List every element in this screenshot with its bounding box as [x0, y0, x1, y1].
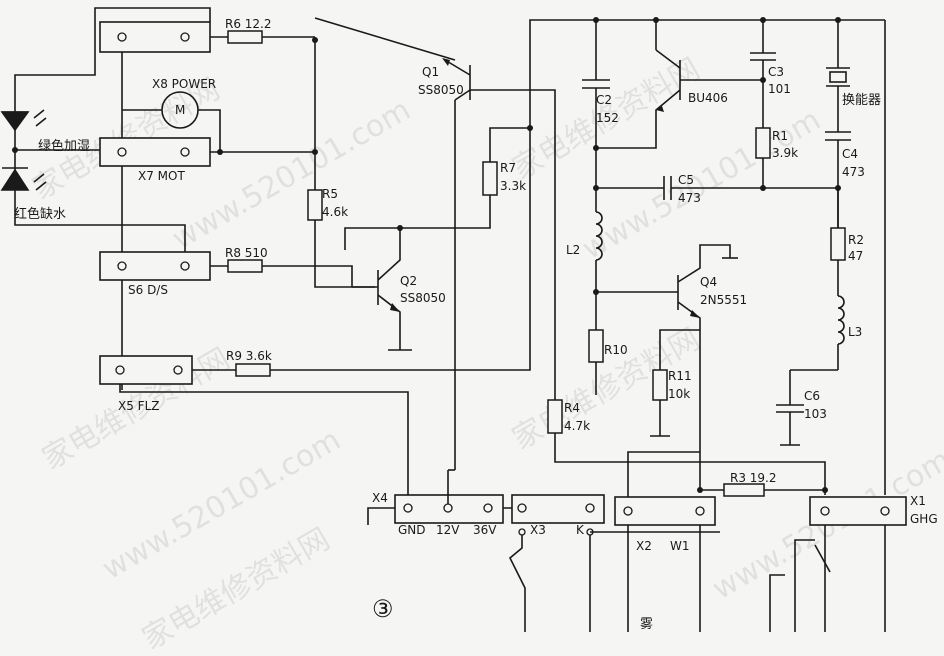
k-label: K	[576, 523, 585, 537]
inductor-l3	[837, 295, 845, 345]
r11-value: 10k	[668, 387, 690, 401]
transducer-label: 换能器	[842, 93, 881, 108]
r1-value: 3.9k	[772, 146, 798, 160]
r6-label: R6 12.2	[225, 17, 272, 31]
x5-label: X5 FLZ	[118, 399, 159, 413]
r4-value: 4.7k	[564, 419, 590, 433]
s6-label: S6 D/S	[128, 283, 168, 297]
c2-value: 152	[596, 111, 619, 125]
red-led-label: 红色缺水	[14, 206, 66, 222]
figure-number: ③	[372, 595, 394, 623]
resistor-r10	[588, 329, 604, 363]
green-led-label: 绿色加湿	[38, 138, 90, 154]
fog-label: 雾	[640, 617, 653, 632]
resistor-r2	[830, 227, 846, 261]
r8-label: R8 510	[225, 246, 268, 260]
r5-value: 4.6k	[322, 205, 348, 219]
q4-label: Q4	[700, 275, 717, 289]
l2-label: L2	[566, 243, 580, 257]
transistor-q1	[314, 17, 556, 470]
l3-label: L3	[848, 325, 862, 339]
ghg-label: GHG	[910, 512, 938, 526]
r5-label: R5	[322, 187, 338, 201]
q4-type: 2N5551	[700, 293, 747, 307]
resistor-r8	[227, 259, 263, 273]
resistor-r5	[307, 189, 323, 221]
transducer	[829, 71, 847, 83]
c4-label: C4	[842, 147, 858, 161]
c2-label: C2	[596, 93, 612, 107]
x2-label: X2	[636, 539, 652, 553]
36v-label: 36V	[473, 523, 497, 537]
motor-label: M	[175, 103, 185, 117]
r9-label: R9 3.6k	[226, 349, 272, 363]
q2-type: SS8050	[400, 291, 446, 305]
wire	[14, 200, 186, 255]
c5-label: C5	[678, 173, 694, 187]
resistor-r7	[482, 161, 498, 196]
watermark-text: www.520101.com	[167, 92, 417, 257]
resistor-r3	[723, 483, 765, 497]
c5-value: 473	[678, 191, 701, 205]
bu406-label: BU406	[688, 91, 728, 105]
connector-x1	[809, 496, 907, 526]
wire	[14, 7, 211, 200]
q2-label: Q2	[400, 274, 417, 288]
q1-label: Q1	[422, 65, 439, 79]
resistor-r4	[547, 399, 563, 434]
c3-value: 101	[768, 82, 791, 96]
q1-type: SS8050	[418, 83, 464, 97]
w1-label: W1	[670, 539, 690, 553]
resistor-r6	[227, 30, 263, 44]
connector-x7	[99, 137, 211, 167]
r2-value: 47	[848, 249, 863, 263]
inductor-l2	[595, 211, 603, 261]
c6-value: 103	[804, 407, 827, 421]
c3-label: C3	[768, 65, 784, 79]
x1-label: X1	[910, 494, 926, 508]
gnd-label: GND	[398, 523, 426, 537]
transistor-q4	[659, 244, 738, 470]
resistor-r11	[652, 369, 668, 401]
r7-label: R7	[500, 161, 516, 175]
c4-value: 473	[842, 165, 865, 179]
transistor-bu406	[596, 20, 763, 149]
transistor-q2	[352, 228, 412, 351]
x8-label: X8 POWER	[152, 77, 216, 91]
x3-label: X3	[530, 523, 546, 537]
red-led	[0, 167, 47, 191]
r2-label: R2	[848, 233, 864, 247]
12v-label: 12V	[436, 523, 460, 537]
x7-label: X7 MOT	[138, 169, 185, 183]
r10-label: R10	[604, 343, 628, 357]
connector-s6	[99, 251, 211, 281]
r7-value: 3.3k	[500, 179, 526, 193]
r3-label: R3 19.2	[730, 471, 777, 485]
x4-label: X4	[372, 491, 388, 505]
c6-label: C6	[804, 389, 820, 403]
resistor-r1	[755, 127, 771, 159]
r11-label: R11	[668, 369, 692, 383]
resistor-r9	[235, 363, 271, 377]
green-led	[0, 109, 47, 132]
r1-label: R1	[772, 129, 788, 143]
r4-label: R4	[564, 401, 580, 415]
connector-top	[99, 21, 211, 53]
